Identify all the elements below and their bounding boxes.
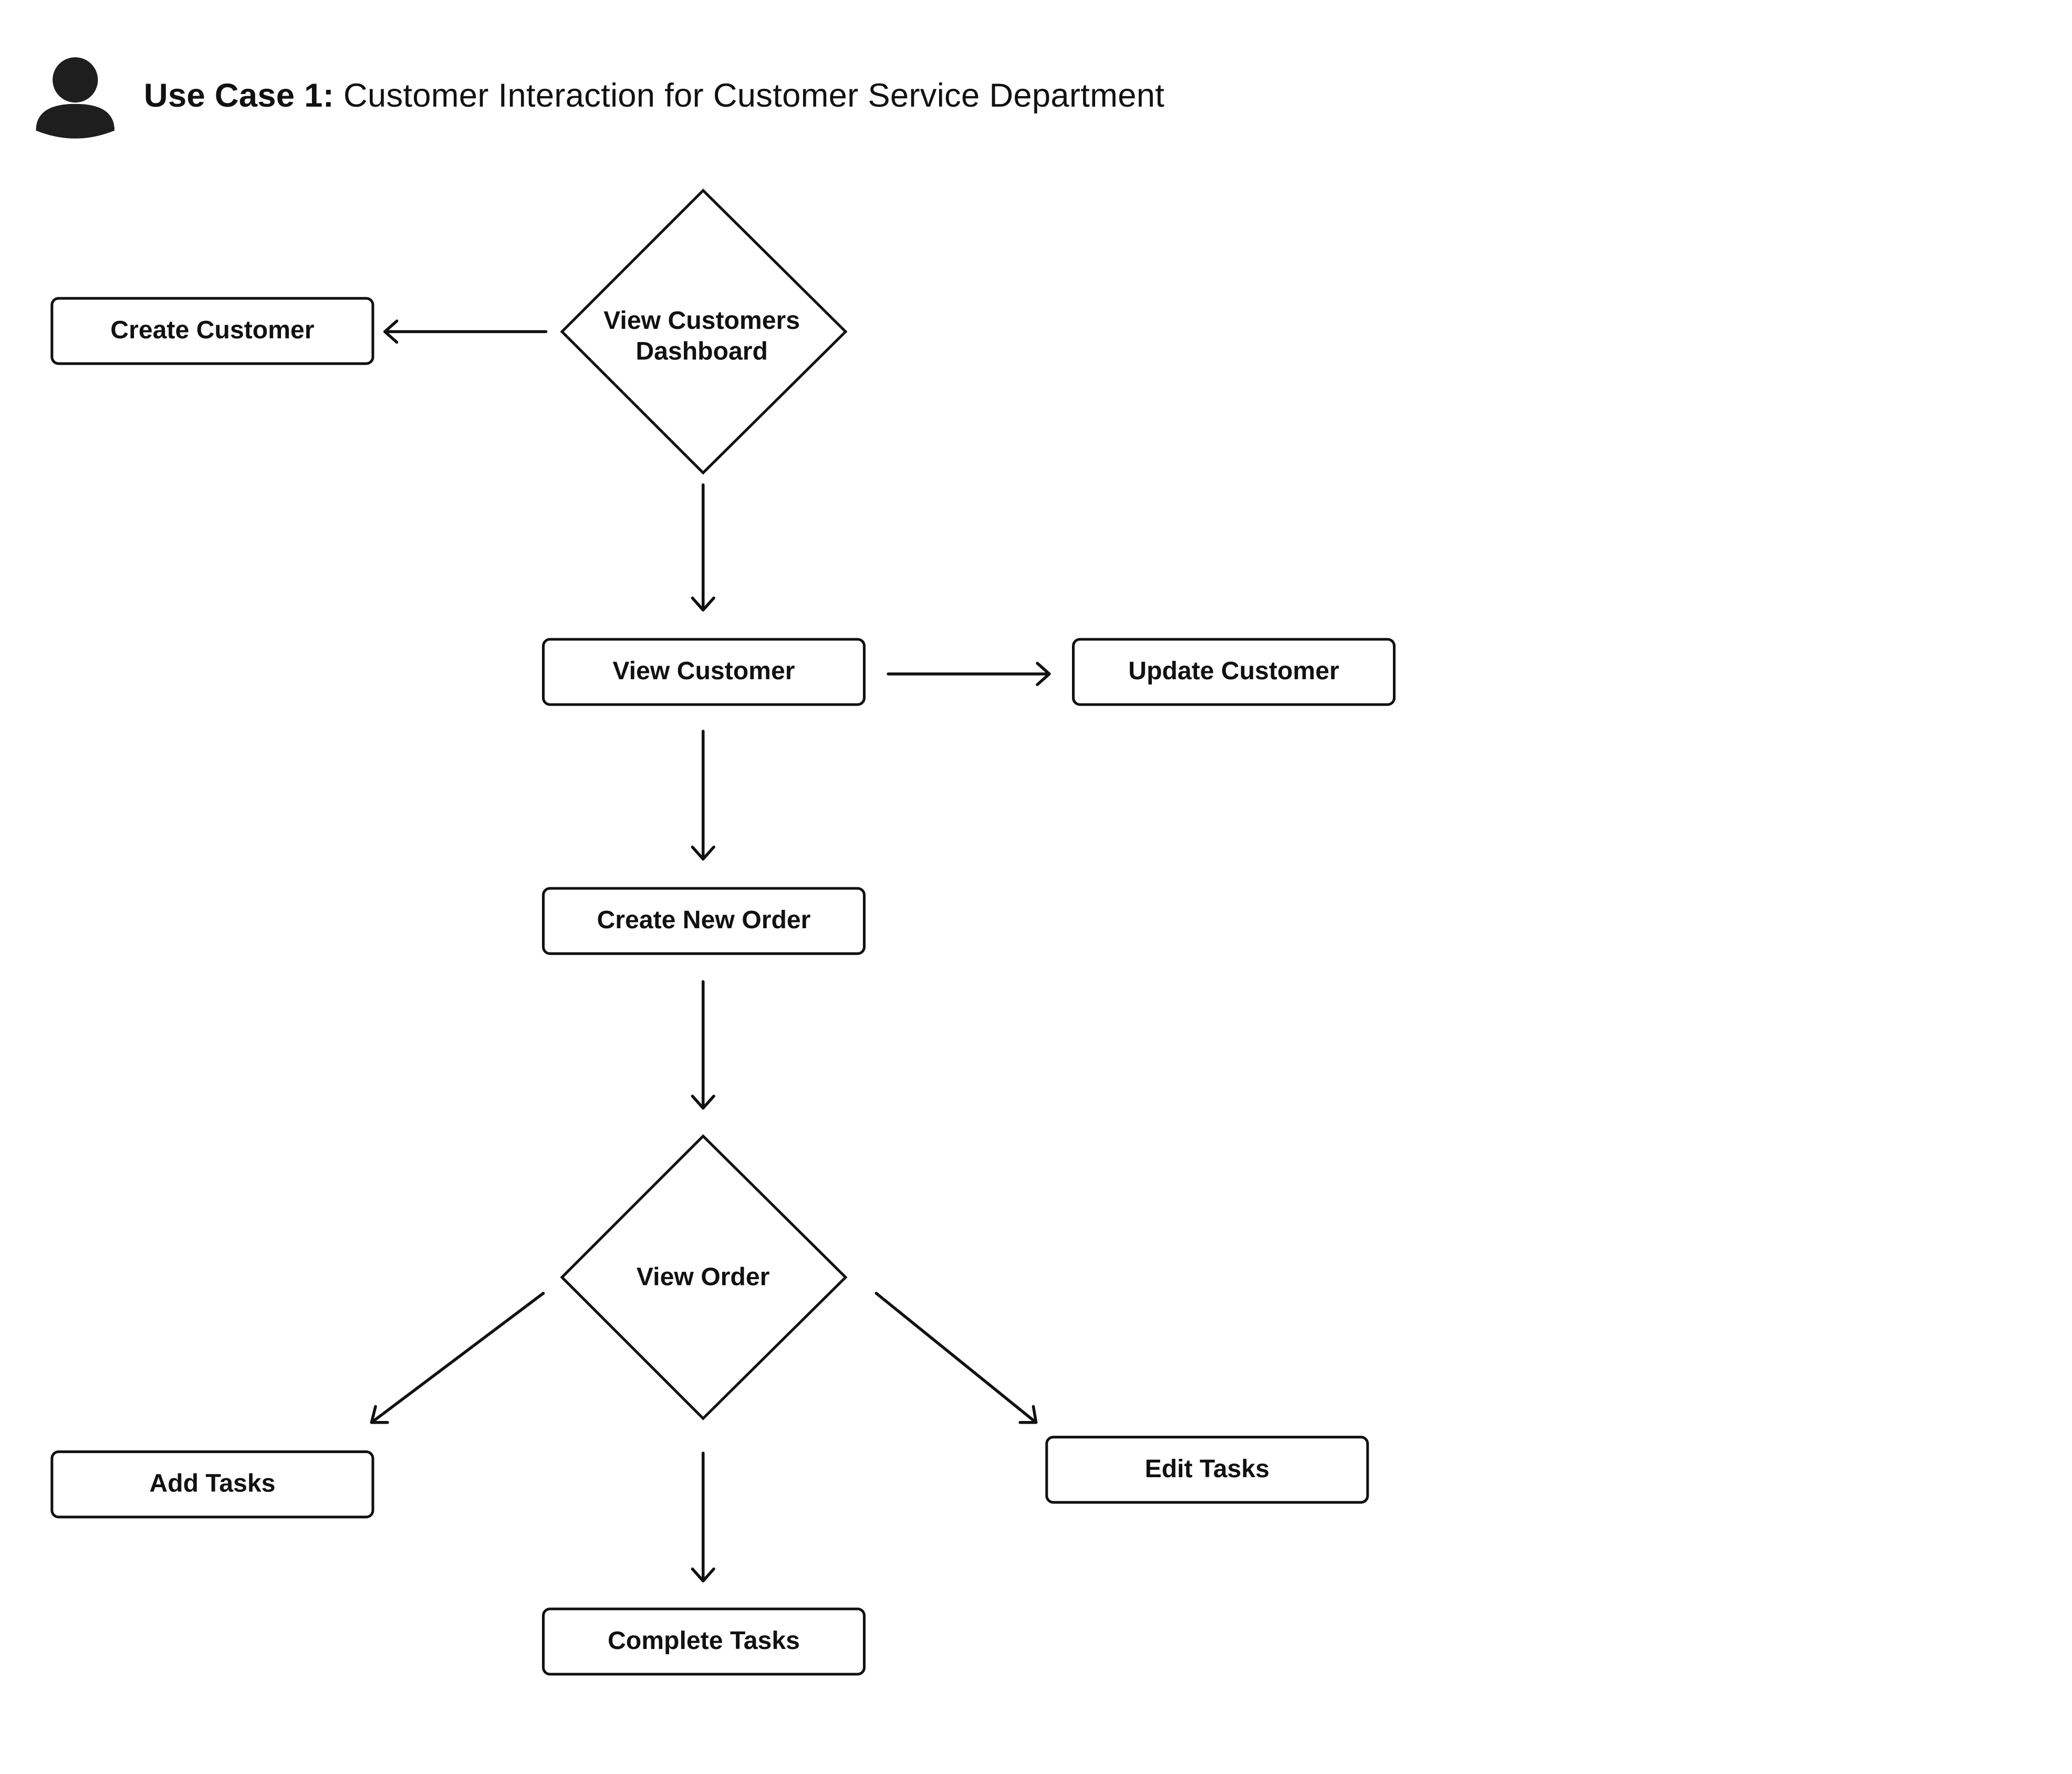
page-title: Use Case 1: Customer Interaction for Cus… (144, 73, 1164, 118)
user-icon (36, 57, 115, 139)
complete-tasks-box: Complete Tasks (542, 1607, 866, 1676)
title-bold: Use Case 1: (143, 77, 335, 115)
view-order-diamond (560, 1134, 848, 1420)
update-customer-label: Update Customer (1128, 657, 1339, 686)
arrow-view-order-to-edit-tasks (874, 1292, 1038, 1424)
edit-tasks-label: Edit Tasks (1144, 1455, 1270, 1483)
add-tasks-box: Add Tasks (50, 1450, 374, 1519)
create-customer-box: Create Customer (50, 297, 374, 365)
view-order-label: View Order (636, 1264, 770, 1292)
arrow-dashboard-to-create-customer (383, 319, 548, 344)
arrow-create-new-order-to-view-order (691, 980, 715, 1110)
view-customers-dashboard-diamond (560, 188, 848, 475)
view-customers-dashboard-line2: Dashboard (636, 338, 768, 367)
arrow-view-order-to-add-tasks (370, 1292, 545, 1424)
complete-tasks-label: Complete Tasks (608, 1626, 800, 1655)
create-customer-label: Create Customer (110, 316, 315, 345)
arrow-dashboard-to-view-customer (691, 483, 715, 612)
update-customer-box: Update Customer (1071, 638, 1396, 706)
view-customers-dashboard-label: View Customers Dashboard (570, 306, 834, 368)
view-customer-box: View Customer (542, 638, 866, 706)
arrow-view-customer-to-update-customer (887, 661, 1051, 686)
title-text: Customer Interaction for Customer Servic… (343, 77, 1165, 115)
arrow-view-customer-to-create-new-order (691, 730, 715, 861)
arrow-view-order-to-complete-tasks (691, 1451, 715, 1583)
edit-tasks-box: Edit Tasks (1045, 1436, 1369, 1504)
create-new-order-box: Create New Order (542, 887, 866, 955)
view-customer-label: View Customer (612, 657, 795, 686)
create-new-order-label: Create New Order (597, 906, 811, 935)
add-tasks-label: Add Tasks (149, 1469, 276, 1498)
view-customers-dashboard-line1: View Customers (603, 307, 800, 336)
